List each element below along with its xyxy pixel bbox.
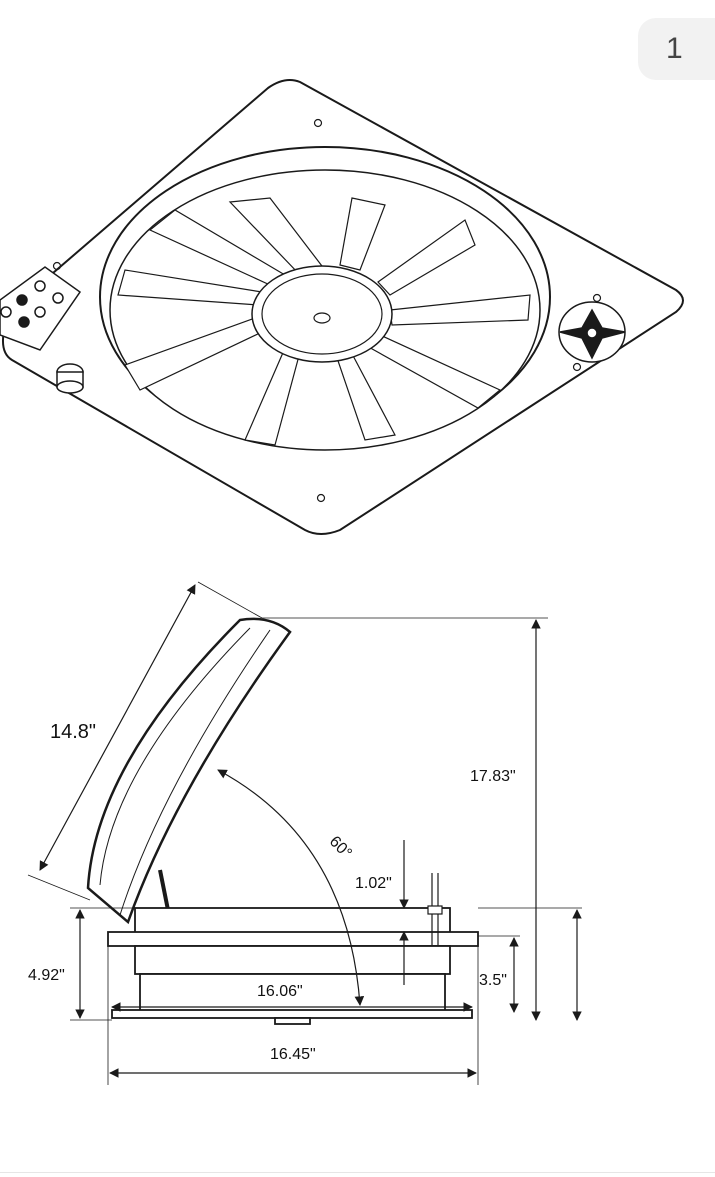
- label-base-height: 4.92": [28, 967, 65, 984]
- label-flange-height: 1.02": [355, 875, 392, 892]
- label-lower-height: 3.5": [479, 972, 507, 989]
- label-blade-length: 14.8": [50, 721, 96, 743]
- control-panel: [0, 266, 82, 351]
- fan-hub-inner: [261, 273, 383, 355]
- page-number: 1: [666, 32, 683, 65]
- fan-blades: [117, 197, 531, 446]
- sensor-post: [427, 873, 443, 945]
- label-inner-width: 16.06": [257, 983, 303, 1000]
- label-angle: 60°: [326, 833, 355, 862]
- crank-handle: [558, 301, 626, 363]
- angle-arc: [217, 769, 365, 1006]
- label-outer-width: 16.45": [270, 1046, 316, 1063]
- screw-icons: [52, 118, 602, 503]
- label-total-height: 17.83": [470, 768, 516, 785]
- adjustment-knob: [56, 363, 84, 394]
- fan-product-illustration: [0, 79, 684, 535]
- dim-line-blade: [39, 584, 196, 871]
- open-lid: [86, 617, 292, 925]
- fan-hub-center: [313, 312, 331, 324]
- lid-strut: [158, 869, 170, 911]
- bottom-divider: [0, 1172, 715, 1173]
- side-dimension-drawing: 14.8" 17.83" 60° 1.02" 3.5" 4.92" 16.06"…: [27, 581, 582, 1085]
- page-number-badge: 1: [638, 18, 715, 80]
